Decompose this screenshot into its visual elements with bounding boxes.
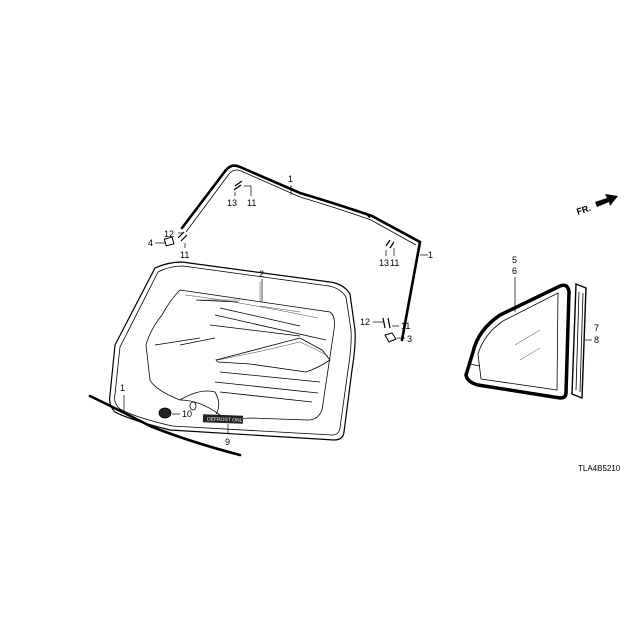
quarter-glass[interactable]	[464, 283, 571, 400]
callout-5: 5	[512, 255, 517, 265]
callout-8: 8	[594, 335, 599, 345]
bottom-windshield-molding[interactable]	[88, 394, 242, 457]
quarter-glass-molding[interactable]	[571, 282, 587, 400]
callout-9: 9	[225, 437, 230, 447]
callout-3: 3	[407, 334, 412, 344]
callout-2: 2	[259, 269, 264, 279]
fastener-right-3[interactable]	[384, 332, 397, 343]
callout-11-left: 11	[180, 250, 189, 260]
top-windshield-molding[interactable]	[180, 164, 422, 342]
front-label: FR.	[575, 203, 592, 217]
sticker-text: DEFROST ONLY	[207, 416, 246, 423]
callout-12-right: 12	[360, 317, 370, 327]
clip-right-12-11[interactable]	[382, 317, 391, 329]
callout-4: 4	[148, 238, 153, 248]
rear-window-glass[interactable]	[108, 261, 356, 441]
callout-12-left: 12	[164, 229, 174, 239]
diagram-code: TLA4B5210	[578, 464, 621, 473]
front-direction-arrow: FR.	[575, 194, 618, 217]
callout-11-top-a: 11	[247, 198, 256, 208]
callout-1-bottom: 1	[120, 383, 125, 393]
callout-7: 7	[594, 323, 599, 333]
clip-top-left-13[interactable]	[233, 180, 243, 191]
clip-right-upper[interactable]	[385, 239, 395, 249]
clip-left-12-11[interactable]	[177, 231, 188, 242]
callout-11-right-upper: 11	[390, 258, 399, 268]
callout-13-top: 13	[227, 198, 237, 208]
callout-10: 10	[182, 409, 192, 419]
callout-1-right: 1	[428, 250, 433, 260]
fastener-left-4[interactable]	[163, 236, 175, 247]
callout-13-right: 13	[379, 258, 389, 268]
callout-6: 6	[512, 266, 517, 276]
callout-1-top: 1	[288, 174, 293, 184]
leader-lines	[123, 185, 592, 434]
callout-11-right-mid: 11	[401, 321, 410, 331]
defrost-label-9[interactable]: DEFROST ONLY	[202, 414, 246, 424]
plug-10[interactable]	[158, 407, 172, 419]
